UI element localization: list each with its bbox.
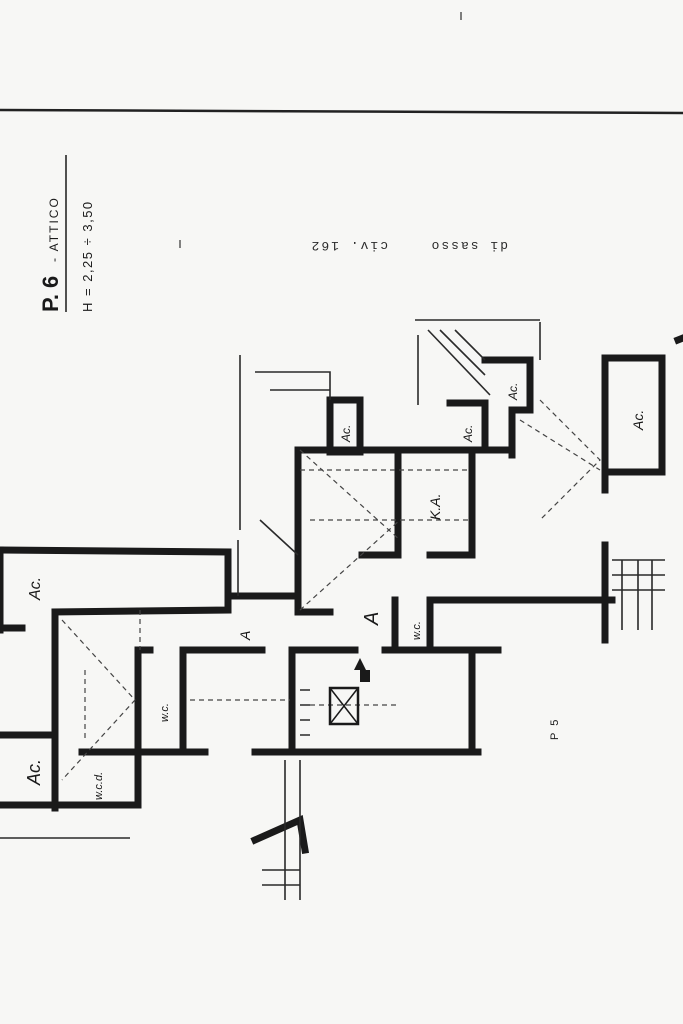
thin-lines [0, 319, 665, 900]
address-street: di sasso [430, 238, 508, 253]
walls [0, 334, 683, 855]
room-wc-2: w.c. [411, 621, 423, 640]
arrow-icon [354, 658, 366, 670]
room-ac-large-bottom: Ac. [24, 759, 44, 786]
dashed-lines [61, 399, 601, 781]
section-mark: P 5 [549, 718, 561, 740]
room-wcd: w.c.d. [93, 772, 105, 800]
room-wc-1: w.c. [159, 703, 171, 722]
room-ac-small-3: Ac. [506, 383, 520, 401]
address-civ: civ. 162 [310, 238, 388, 253]
room-ac-large-top: Ac. [27, 577, 44, 601]
room-ac-small-1: Ac. [339, 425, 353, 443]
room-entrance-2: A [237, 631, 253, 641]
room-kitchen: K.A. [427, 494, 443, 520]
lift-shaft [328, 658, 370, 726]
room-ac-right: Ac. [630, 410, 646, 431]
room-entrance: A [361, 612, 383, 626]
room-ac-small-2: Ac. [461, 425, 475, 443]
title-block: P. 6 - ATTICO H = 2,25 ÷ 3,50 [38, 196, 95, 312]
floor-code: P. 6 [38, 276, 63, 312]
room-labels: Ac. Ac. Ac. Ac. Ac. Ac. K.A. w.c. w.c. w… [24, 383, 646, 800]
height-label: H = 2,25 ÷ 3,50 [80, 200, 95, 312]
sheet-border-line [0, 108, 683, 115]
floor-name: - ATTICO [47, 196, 61, 262]
address-label: di sasso civ. 162 [310, 238, 508, 253]
